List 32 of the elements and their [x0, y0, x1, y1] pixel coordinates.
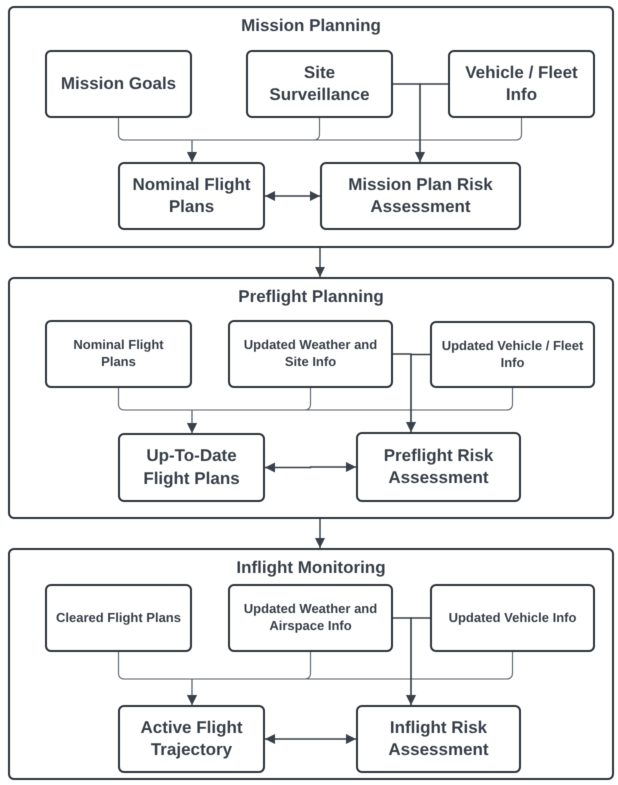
process-box: Up-To-Date Flight Plans [118, 433, 265, 502]
arrow [415, 83, 448, 162]
process-box: Updated Vehicle / Fleet Info [430, 321, 595, 388]
section-panel [8, 277, 614, 519]
process-box: Updated Weather and Airspace Info [228, 584, 393, 652]
arrow [265, 462, 356, 472]
arrow [187, 652, 514, 705]
arrow [187, 118, 522, 162]
process-box: Inflight Risk Assessment [356, 705, 521, 773]
process-box: Mission Plan Risk Assessment [320, 162, 521, 230]
process-box: Vehicle / Fleet Info [448, 50, 595, 118]
arrow [315, 519, 325, 548]
arrow [315, 248, 325, 277]
process-box: Site Surveillance [246, 50, 393, 118]
arrow [406, 354, 430, 432]
section-panel [8, 6, 614, 248]
process-box: Cleared Flight Plans [45, 584, 192, 652]
section-panel [8, 548, 614, 780]
arrow [187, 388, 514, 433]
process-box: Preflight Risk Assessment [356, 432, 521, 502]
arrow [406, 617, 430, 705]
section-title: Inflight Monitoring [235, 558, 387, 578]
process-box: Updated Vehicle Info [430, 584, 595, 652]
process-box: Mission Goals [45, 50, 192, 118]
section-title: Preflight Planning [237, 287, 385, 307]
process-box: Nominal Flight Plans [118, 162, 265, 230]
arrow [265, 191, 320, 201]
arrow [265, 734, 356, 744]
process-box: Nominal Flight Plans [45, 320, 192, 388]
process-box: Active Flight Trajectory [118, 705, 265, 773]
section-title: Mission Planning [240, 16, 382, 36]
process-box: Updated Weather and Site Info [228, 320, 393, 388]
